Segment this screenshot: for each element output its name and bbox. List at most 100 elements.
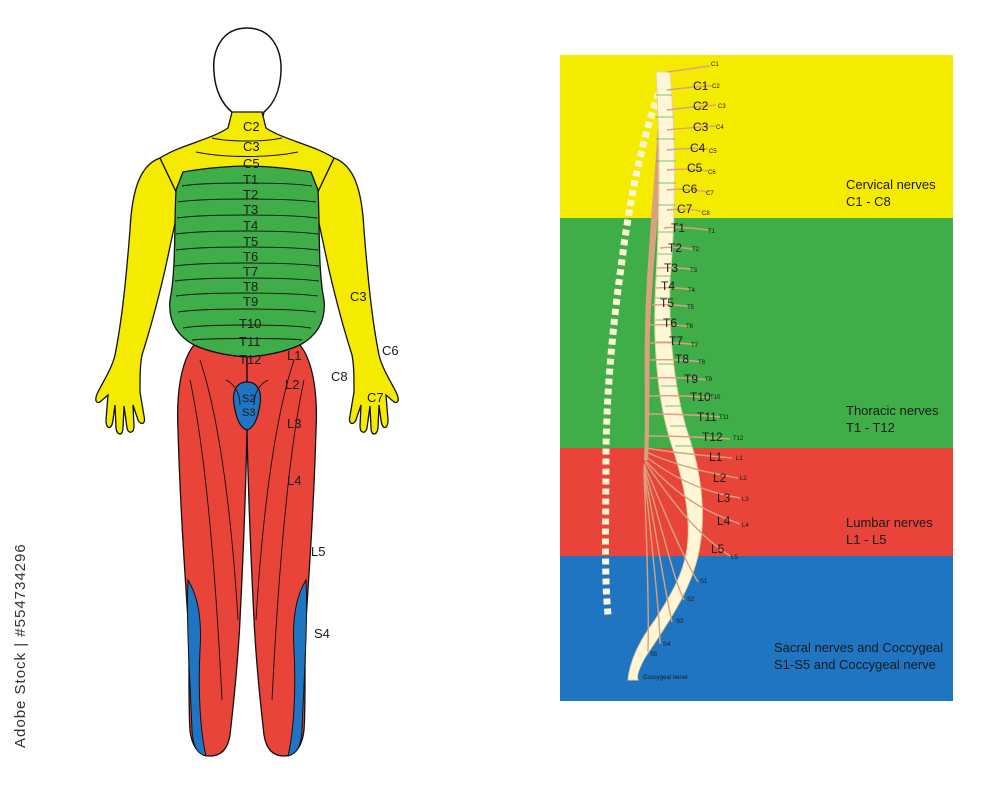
nerve-label-s5: S5 bbox=[650, 652, 658, 658]
head bbox=[213, 27, 282, 121]
groin-label-s2: S2 bbox=[242, 393, 255, 405]
nerve-label-t8: T8 bbox=[698, 360, 706, 366]
vertebra-divisions bbox=[655, 94, 695, 447]
neck-label-c2: C2 bbox=[243, 119, 260, 134]
vertebra-label-c2: C2 bbox=[693, 99, 709, 113]
right-calf-s-region bbox=[287, 578, 308, 757]
left-arm bbox=[95, 157, 181, 435]
leg-label-l4: L4 bbox=[287, 473, 301, 488]
vertebra-label-c7: C7 bbox=[677, 202, 693, 216]
nerve-label-t7: T7 bbox=[691, 343, 699, 349]
torso-label-t1: T1 bbox=[243, 172, 258, 187]
vertebra-label-t12: T12 bbox=[702, 430, 723, 444]
vertebra-label-c3: C3 bbox=[693, 120, 709, 134]
thoracic-title: Thoracic nerves bbox=[846, 403, 939, 418]
leg-label-l1: L1 bbox=[287, 348, 301, 363]
nerve-label-t10: T10 bbox=[710, 395, 721, 401]
coccygeal-nerve-label: Coccygeal nerve bbox=[643, 675, 688, 681]
torso-label-t3: T3 bbox=[243, 202, 258, 217]
sacral-range: S1-S5 and Coccygeal nerve bbox=[774, 657, 936, 672]
vertebra-label-t11: T11 bbox=[697, 410, 717, 424]
lumbar-range: L1 - L5 bbox=[846, 532, 886, 547]
nerve-label-t11: T11 bbox=[719, 415, 730, 421]
vertebra-label-l2: L2 bbox=[713, 471, 727, 485]
vertebra-label-t2: T2 bbox=[668, 241, 682, 255]
vertebra-label-t6: T6 bbox=[663, 316, 677, 330]
torso-label-t8: T8 bbox=[243, 279, 258, 294]
groin-s-region bbox=[232, 381, 262, 431]
cervical-title: Cervical nerves bbox=[846, 177, 936, 192]
arm-label-c7: C7 bbox=[367, 390, 384, 405]
nerve-label-c6: C6 bbox=[708, 170, 716, 176]
nerve-label-s3: S3 bbox=[676, 619, 684, 625]
nerve-label-t12: T12 bbox=[733, 436, 744, 442]
sacral-title: Sacral nerves and Coccygeal bbox=[774, 640, 943, 655]
nerve-label-t4: T4 bbox=[688, 288, 696, 294]
nerve-label-l1: L1 bbox=[736, 456, 743, 462]
nerve-labels: C1C2C3C4C5C6C7C8T1T2T3T4T5T6T7T8T9T10T11… bbox=[650, 62, 749, 658]
torso-label-t12: T12 bbox=[239, 352, 261, 367]
nerve-label-c7: C7 bbox=[706, 191, 714, 197]
nerve-label-t5: T5 bbox=[687, 305, 695, 311]
torso-label-t4: T4 bbox=[243, 218, 258, 233]
nerve-label-c8: C8 bbox=[702, 211, 710, 217]
nerve-label-s2: S2 bbox=[687, 597, 695, 603]
vertebra-label-t1: T1 bbox=[671, 221, 685, 235]
right-arm bbox=[313, 157, 399, 435]
torso-label-t9: T9 bbox=[243, 294, 258, 309]
lumbar-band bbox=[560, 448, 953, 556]
nerve-label-t9: T9 bbox=[705, 377, 713, 383]
nerve-label-l4: L4 bbox=[742, 523, 749, 529]
nerve-label-s4: S4 bbox=[663, 642, 671, 648]
vertebra-label-c6: C6 bbox=[682, 182, 698, 196]
nerve-label-t2: T2 bbox=[692, 247, 700, 253]
spine-panel: C1C2C3C4C5C6C7T1T2T3T4T5T6T7T8T9T10T11T1… bbox=[560, 55, 953, 701]
leg-band-lines bbox=[189, 359, 305, 701]
nerve-label-c3: C3 bbox=[718, 104, 726, 110]
neck-label-c5: C5 bbox=[243, 156, 260, 171]
torso-label-t6: T6 bbox=[243, 249, 258, 264]
nerve-label-c1: C1 bbox=[711, 62, 719, 68]
nerve-label-t3: T3 bbox=[690, 268, 698, 274]
stock-id-watermark: Adobe Stock | #554734296 bbox=[12, 543, 29, 748]
body-figure: C2 C3 C5 T1 T2 T3 T4 T5 T6 T7 T8 T9 T10 … bbox=[95, 27, 399, 757]
cervical-range: C1 - C8 bbox=[846, 194, 891, 209]
torso-label-t2: T2 bbox=[243, 187, 258, 202]
vertebral-column bbox=[627, 71, 703, 681]
nerve-label-c5: C5 bbox=[709, 149, 717, 155]
vertebra-labels: C1C2C3C4C5C6C7T1T2T3T4T5T6T7T8T9T10T11T1… bbox=[660, 79, 731, 556]
neck-label-c3: C3 bbox=[243, 139, 260, 154]
cervical-band bbox=[560, 55, 953, 218]
vertebra-label-l1: L1 bbox=[709, 450, 723, 464]
leg-label-l2: L2 bbox=[285, 377, 299, 392]
leg-label-s4: S4 bbox=[314, 626, 330, 641]
nerve-label-l5: L5 bbox=[731, 555, 738, 561]
left-calf-s-region bbox=[186, 578, 207, 757]
vertebra-label-t7: T7 bbox=[669, 334, 683, 348]
groin-label-s3: S3 bbox=[242, 407, 255, 419]
sacral-band bbox=[560, 556, 953, 701]
vertebra-label-t4: T4 bbox=[661, 279, 675, 293]
leg-label-l5: L5 bbox=[311, 544, 325, 559]
leg-label-l3: L3 bbox=[287, 416, 301, 431]
arm-label-c8: C8 bbox=[331, 369, 348, 384]
vertebra-label-t8: T8 bbox=[675, 352, 689, 366]
spinal-nerves bbox=[643, 65, 741, 653]
torso-label-t5: T5 bbox=[243, 234, 258, 249]
nerve-label-l2: L2 bbox=[740, 476, 747, 482]
nerve-label-c2: C2 bbox=[712, 84, 720, 90]
thoracic-range: T1 - T12 bbox=[846, 420, 895, 435]
nerve-label-t6: T6 bbox=[686, 324, 694, 330]
vertebra-label-t10: T10 bbox=[690, 390, 711, 404]
vertebra-label-l4: L4 bbox=[717, 514, 731, 528]
torso-label-t10: T10 bbox=[239, 316, 261, 331]
vertebra-label-l3: L3 bbox=[717, 491, 731, 505]
thoracic-band bbox=[560, 218, 953, 448]
vertebra-label-l5: L5 bbox=[711, 542, 725, 556]
arm-label-c3: C3 bbox=[350, 289, 367, 304]
arm-label-c6: C6 bbox=[382, 343, 399, 358]
vertebra-label-c1: C1 bbox=[693, 79, 709, 93]
torso-label-t7: T7 bbox=[243, 264, 258, 279]
torso-band-lines bbox=[174, 182, 320, 341]
vertebra-label-t9: T9 bbox=[684, 372, 698, 386]
